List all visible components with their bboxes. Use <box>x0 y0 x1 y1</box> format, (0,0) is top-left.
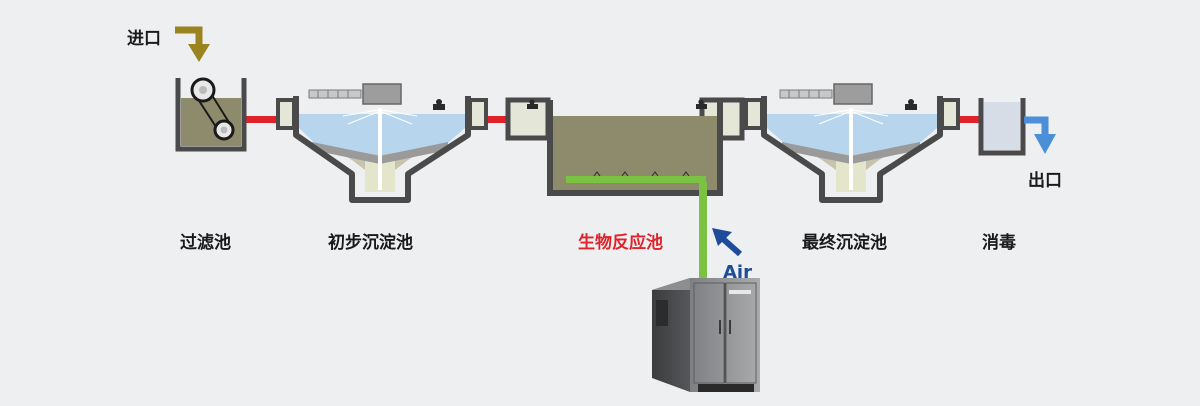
disinfection-tank <box>978 98 1026 156</box>
primary-clarifier <box>276 83 488 203</box>
label-bio: 生物反应池 <box>578 233 663 253</box>
pipe-final-disinfect <box>958 116 980 123</box>
filter-tank <box>175 77 247 152</box>
valve-left-icon <box>527 104 538 109</box>
drive-motor-icon <box>833 83 873 105</box>
drive-motor-icon <box>362 83 402 105</box>
blower-cabinet <box>652 278 760 392</box>
air-arrow-icon <box>712 228 742 257</box>
label-air: Air <box>723 262 752 283</box>
valve-icon <box>433 104 445 110</box>
nameplate <box>729 290 751 294</box>
label-inlet: 进口 <box>127 29 161 49</box>
label-final: 最终沉淀池 <box>802 233 887 253</box>
label-filter: 过滤池 <box>180 233 231 253</box>
label-disinfect: 消毒 <box>982 233 1016 253</box>
aeration-header <box>566 176 706 183</box>
bridge-beam <box>308 89 362 99</box>
bridge-beam <box>779 89 833 99</box>
final-clarifier <box>744 83 960 203</box>
air-supply-pipe <box>699 182 707 284</box>
bio-reactor <box>505 97 745 284</box>
diffuser-marks <box>593 171 690 177</box>
valve-right-icon <box>696 104 707 109</box>
label-primary: 初步沉淀池 <box>328 233 413 253</box>
inlet-arrow <box>175 26 210 62</box>
pipe-filter-primary <box>246 116 276 123</box>
label-outlet: 出口 <box>1028 171 1062 191</box>
valve-icon <box>905 104 917 110</box>
outlet-arrow <box>1024 116 1056 154</box>
pipe-primary-bio <box>486 116 508 123</box>
